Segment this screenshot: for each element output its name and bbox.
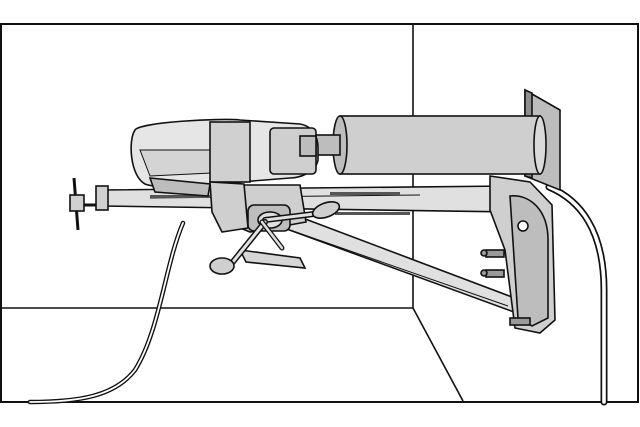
core-drill-motor [130,118,319,233]
core-drill-bit [315,115,547,175]
rig-base-bracket [480,175,556,334]
feed-lever [209,201,341,275]
frame-border [0,23,639,403]
water-hose [545,183,608,406]
power-cable [27,220,186,405]
